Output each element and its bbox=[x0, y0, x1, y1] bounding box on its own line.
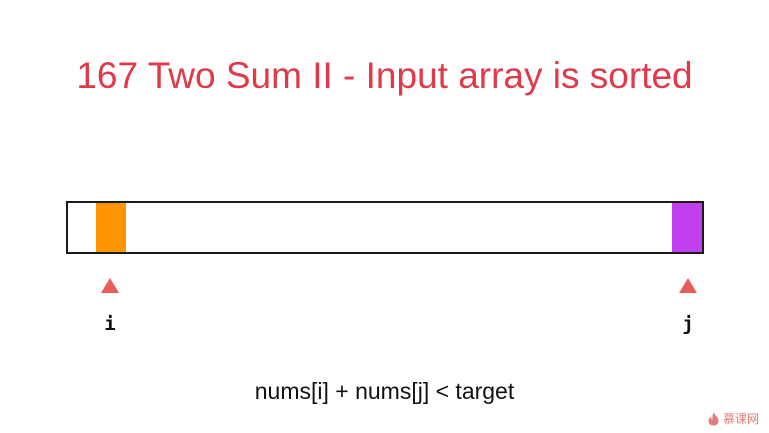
pointer-j-label: j bbox=[682, 313, 694, 335]
sorted-array-bar bbox=[66, 201, 704, 254]
slide-title: 167 Two Sum II - Input array is sorted bbox=[76, 55, 693, 96]
array-cell-j bbox=[672, 203, 702, 252]
watermark-text: 慕课网 bbox=[722, 412, 759, 426]
pointer-i-label: i bbox=[104, 313, 116, 335]
pointer-i-arrow-icon bbox=[101, 278, 119, 293]
pointer-j-arrow-icon bbox=[679, 278, 697, 293]
sum-condition: nums[i] + nums[j] < target bbox=[254, 378, 515, 404]
watermark: 慕课网 bbox=[707, 410, 759, 427]
array-cell-i bbox=[96, 203, 126, 252]
flame-logo-icon bbox=[708, 412, 719, 425]
